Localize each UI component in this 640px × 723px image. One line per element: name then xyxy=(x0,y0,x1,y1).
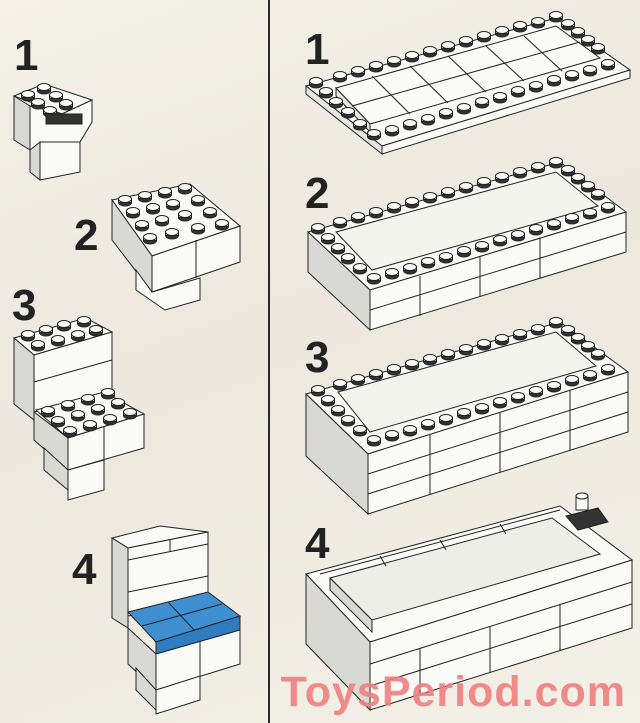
left-step-3-illustration xyxy=(12,316,146,501)
right-step-2-number: 2 xyxy=(305,169,330,218)
column-divider xyxy=(268,0,270,723)
right-step-1-illustration xyxy=(304,11,632,156)
left-step-4-number: 4 xyxy=(72,545,97,594)
faucet-piece xyxy=(565,492,609,531)
right-step-3-number: 3 xyxy=(305,333,330,382)
left-step-2-number: 2 xyxy=(74,211,99,260)
right-step-1-number: 1 xyxy=(305,25,330,74)
right-step-4-number: 4 xyxy=(305,519,330,568)
right-step-4-illustration xyxy=(305,492,634,712)
right-step-3-illustration xyxy=(305,317,630,516)
left-step-1-number: 1 xyxy=(14,31,39,80)
left-step-4-illustration xyxy=(110,525,242,715)
watermark: ToysPeriod.com xyxy=(280,668,626,716)
left-step-1-illustration xyxy=(12,83,94,182)
right-step-2-illustration xyxy=(307,157,628,332)
left-step-2-illustration xyxy=(111,183,242,311)
left-step-3-number: 3 xyxy=(12,281,37,330)
